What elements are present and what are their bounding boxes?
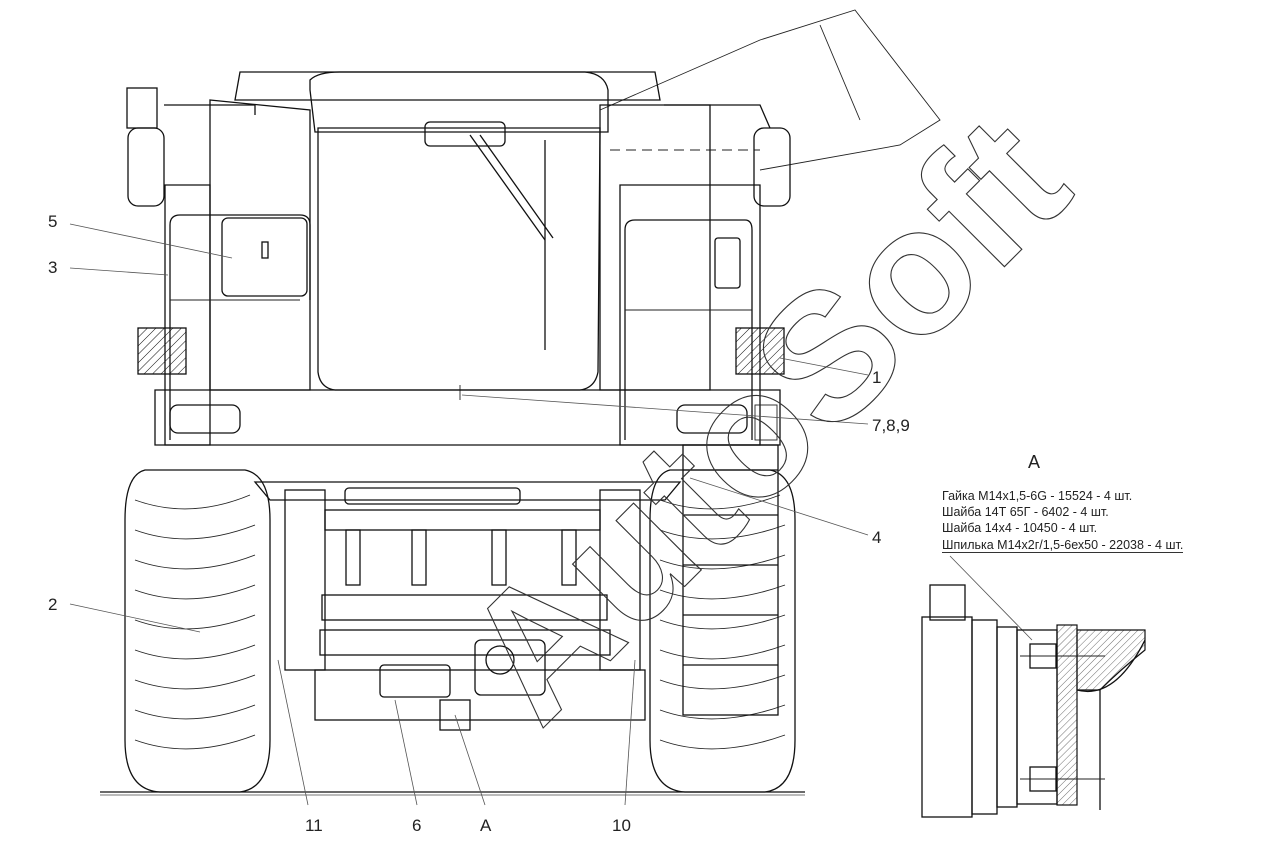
callout-4: 4: [872, 528, 882, 547]
callout-6: 6: [412, 816, 422, 835]
detail-view-a: [921, 584, 1146, 818]
callout-10: 10: [612, 816, 631, 835]
left-wheel: [124, 469, 271, 793]
right-wheel: [649, 469, 796, 793]
callout-7-8-9: 7,8,9: [872, 416, 910, 435]
spec-line: Шайба 14Т 65Г - 6402 - 4 шт.: [942, 505, 1109, 519]
left-rear-light: [169, 404, 241, 434]
right-rear-light: [676, 404, 748, 434]
spec-line: Гайка М14х1,5-6G - 15524 - 4 шт.: [942, 489, 1133, 503]
springs: [345, 529, 577, 586]
handrails: [169, 214, 753, 440]
callout-2: 2: [48, 595, 58, 614]
callout-5: 5: [48, 212, 58, 231]
unloading-auger-outline: [599, 9, 941, 171]
spec-line: Шайба 14х4 - 10450 - 4 шт.: [942, 521, 1098, 535]
left-reflector: [137, 327, 187, 375]
callout-3: 3: [48, 258, 58, 277]
mirrors: [126, 87, 791, 207]
detail-title: A: [1028, 452, 1041, 472]
pump-block: [379, 639, 546, 731]
right-reflector: [735, 327, 785, 375]
rear-beam: [253, 481, 682, 721]
callout-a: A: [480, 816, 492, 835]
leader-lines: [69, 223, 1033, 806]
watermark: AutoSoft: [425, 79, 1104, 758]
cab: [234, 71, 661, 400]
spec-line: Шпилька М14х2г/1,5-6ех50 - 22038 - 4 шт.: [942, 538, 1184, 553]
ladder: [682, 444, 779, 716]
callout-1: 1: [872, 368, 882, 387]
callout-11: 11: [305, 816, 323, 835]
